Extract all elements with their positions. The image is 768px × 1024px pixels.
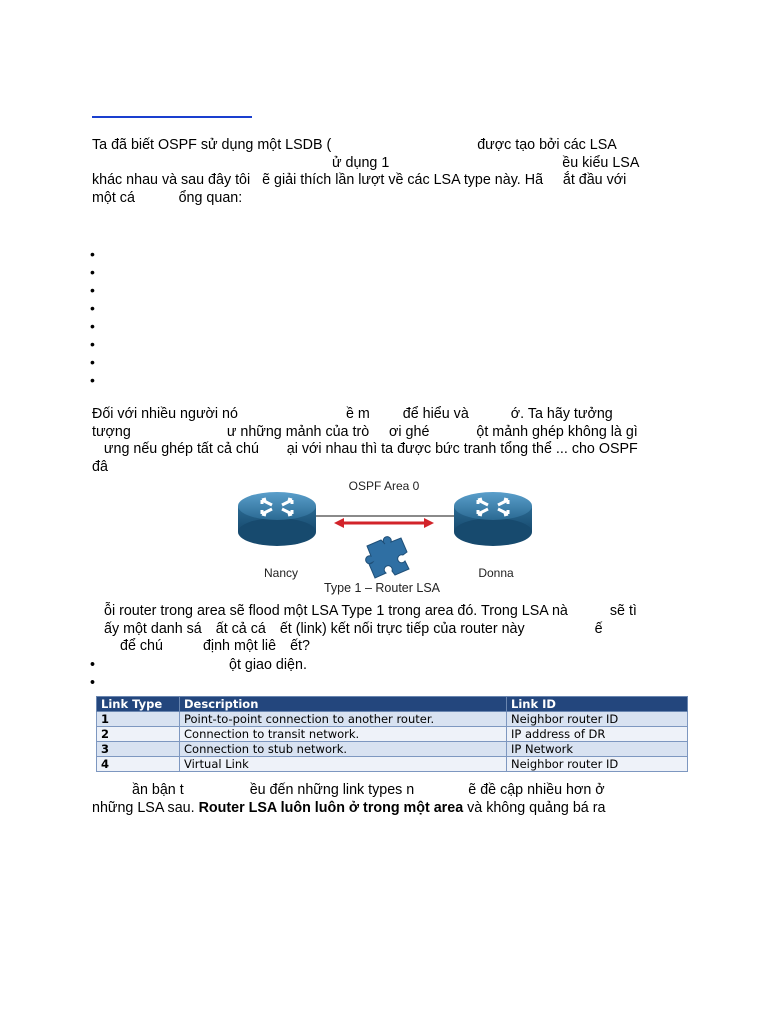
heading-link-underline[interactable] (92, 116, 252, 118)
para-text: sẽ tì (609, 603, 637, 619)
intro-text: Ta đã biết OSPF sử dụng một LSDB ( (92, 137, 332, 153)
para-text: ư những mảnh của trò ơi ghé (226, 423, 430, 440)
right-router-label: Donna (478, 566, 514, 580)
para-text: ề m (345, 406, 370, 422)
intro-text: ử dụng 1 (332, 154, 390, 171)
para-text: ất cả cá (215, 620, 266, 637)
table-cell: 1 (96, 711, 180, 727)
router-lsa-figure: OSPF Area 0 (234, 476, 535, 597)
table-cell: 3 (96, 741, 180, 757)
para-text: ấy một danh sá (104, 620, 202, 637)
para-text: Đối với nhiều người nó (92, 406, 238, 422)
para-text: ết? (290, 638, 310, 654)
intro-text: một cá ổng quan: (92, 189, 243, 206)
para-text: ẽ đề cập nhiều hơn ở (468, 782, 605, 798)
intro-paragraph: Ta đã biết OSPF sử dụng một LSDB ( được t… (92, 137, 692, 207)
para-text: và không quảng bá ra (463, 799, 606, 816)
puzzle-paragraph: Đối với nhiều người nó ề m để hiểu và ớ. Ta… (92, 406, 692, 476)
para-text: ỗi router trong area sẽ flood một LSA Ty… (104, 603, 568, 619)
closing-paragraph: ần bận t ều đến những link types n ẽ đề cậ… (92, 782, 692, 817)
para-text: ột mảnh ghép không là gì (476, 423, 638, 440)
double-arrow-icon (334, 518, 434, 528)
table-cell: 2 (96, 726, 180, 742)
bullet-text: ột giao diện. (229, 657, 307, 673)
puzzle-piece-icon (365, 536, 410, 579)
link-type-table-image: Link Type Description Link ID 1 Point-to… (94, 694, 690, 778)
router-lsa-paragraph: ỗi router trong area sẽ flood một LSA Ty… (104, 603, 704, 656)
column-header: Description (179, 696, 507, 712)
table-cell: IP address of DR (506, 726, 688, 742)
table-cell: Neighbor router ID (506, 711, 688, 727)
list-item (90, 371, 95, 389)
bullet-line: •ột giao diện. (90, 657, 307, 673)
column-header: Link ID (506, 696, 688, 712)
table-cell: 4 (96, 756, 180, 772)
table-cell: Neighbor router ID (506, 756, 688, 772)
table-cell: Connection to transit network. (179, 726, 507, 742)
table-cell: IP Network (506, 741, 688, 757)
para-text: tượng (92, 423, 131, 440)
link-type-table: Link Type Description Link ID 1 Point-to… (96, 696, 688, 772)
router-icon (454, 492, 532, 546)
para-text: đâ (92, 458, 108, 475)
para-text: ớ. Ta hãy tưởng (510, 406, 613, 422)
table-row: 1 Point-to-point connection to another r… (96, 711, 688, 727)
emphasis-text: Router LSA luôn luôn ở trong một area (198, 799, 464, 816)
router-lsa-diagram: OSPF Area 0 (238, 479, 532, 595)
bullet-list (90, 245, 95, 389)
intro-text: ều kiểu LSA (562, 154, 640, 171)
table-cell: Point-to-point connection to another rou… (179, 711, 507, 727)
list-item (90, 281, 95, 299)
list-item (90, 263, 95, 281)
bullet-line: • (90, 675, 96, 691)
table-header-row: Link Type Description Link ID (96, 696, 688, 712)
list-item (90, 335, 95, 353)
left-router-label: Nancy (264, 566, 298, 580)
column-header: Link Type (96, 696, 180, 712)
para-text: ần bận t (132, 782, 184, 798)
para-text: ết (link) kết nối trực tiếp của router n… (279, 620, 525, 637)
para-text: để chú (120, 638, 163, 654)
intro-text: được tạo bởi các LSA (477, 137, 617, 153)
para-text: ưng nếu ghép tất cả chú ại với nhau thì … (92, 441, 638, 457)
list-item (90, 299, 95, 317)
table-row: 4 Virtual Link Neighbor router ID (96, 756, 688, 772)
intro-text: khác nhau và sau đây tôi ẽ giải thích lầ… (92, 172, 627, 188)
figure-caption: Type 1 – Router LSA (324, 581, 441, 595)
para-text: để hiểu và (402, 406, 469, 422)
para-text: ế (594, 620, 603, 637)
list-item (90, 317, 95, 335)
list-item (90, 245, 95, 263)
para-text: định một liê (202, 638, 277, 654)
router-icon (238, 492, 316, 546)
area-label: OSPF Area 0 (349, 479, 420, 493)
table-row: 2 Connection to transit network. IP addr… (96, 726, 688, 742)
para-text: những LSA sau. (92, 799, 199, 816)
para-text: ều đến những link types n (249, 782, 415, 798)
list-item (90, 353, 95, 371)
table-cell: Virtual Link (179, 756, 507, 772)
table-cell: Connection to stub network. (179, 741, 507, 757)
table-row: 3 Connection to stub network. IP Network (96, 741, 688, 757)
